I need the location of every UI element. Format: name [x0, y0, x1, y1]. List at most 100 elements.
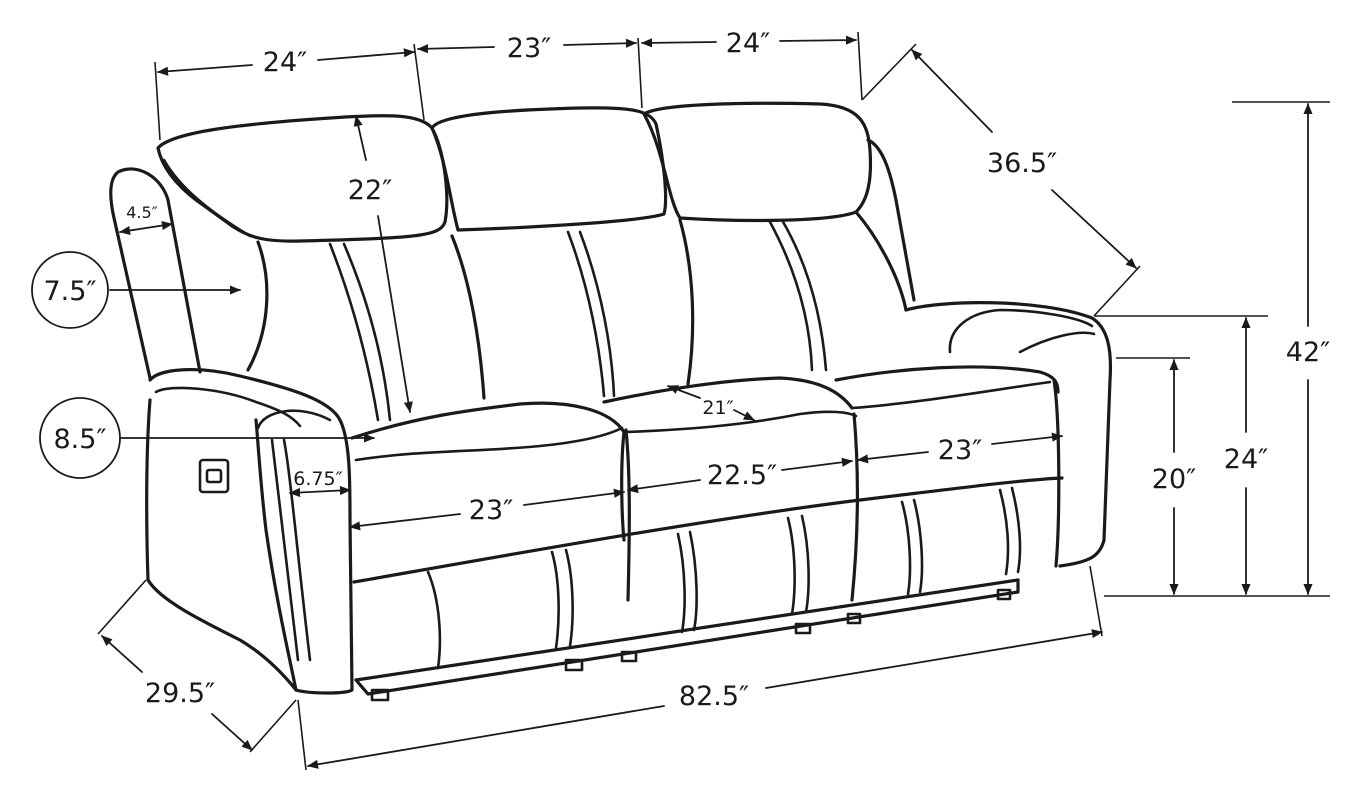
usb-port-icon	[205, 468, 223, 484]
footrest-seam-1	[426, 570, 442, 670]
label-left-seat-width: 23″	[469, 495, 513, 526]
dim-seat-right-b	[991, 432, 1063, 445]
seat-cushion-right-front	[850, 380, 1052, 410]
label-seat-height: 20″	[1152, 464, 1196, 495]
label-overall-height: 42″	[1286, 337, 1330, 368]
label-top-right-back-width: 24″	[726, 28, 770, 59]
front-footrest-panel	[352, 476, 1064, 584]
left-arm-front-seam-c	[282, 438, 312, 662]
ext-line-width-right	[1089, 565, 1103, 637]
dim-overall-width-a	[307, 705, 665, 769]
label-top-left-back-width: 24″	[263, 47, 307, 78]
dim-seat-left-b	[523, 488, 625, 506]
dim-arm-width-front	[289, 485, 351, 498]
label-arm-height-bubble: 7.5″	[43, 276, 96, 307]
back-cushion-left	[246, 240, 269, 372]
footrest-seam-4	[676, 532, 686, 634]
left-arm-top-seam	[154, 386, 302, 428]
front-base-rail	[354, 578, 1020, 696]
label-overall-depth-bottom: 29.5″	[145, 678, 215, 709]
dim-seat-left-a	[349, 513, 461, 531]
foot-3	[620, 650, 638, 663]
seat-cushion-left	[350, 401, 626, 542]
dim-seat-mid-a	[627, 479, 701, 494]
foot-5	[846, 612, 862, 625]
dim-top-right-b	[779, 35, 857, 45]
dim-depth-b	[1051, 189, 1137, 269]
footrest-seam-8	[900, 500, 912, 596]
footrest-seam-10	[998, 488, 1010, 576]
ext-line-bottom-depth-right	[249, 699, 297, 753]
label-arm-width-top: 4.5″	[126, 203, 157, 222]
label-overall-depth-diagonal: 36.5″	[987, 148, 1057, 179]
label-middle-seat-width: 22.5″	[707, 460, 777, 491]
foot-2	[564, 658, 584, 672]
footrest-seam-7	[800, 514, 810, 614]
back-cushion-middle-right-edge	[678, 218, 695, 386]
dim-seat-depth-a	[667, 385, 701, 399]
back-cushion-middle-seam-b	[578, 230, 616, 398]
back-cushion-left-seam-a	[328, 242, 380, 422]
ext-line-depth-bottom	[1093, 265, 1141, 317]
right-arm-top-seam	[948, 308, 1094, 354]
seat-cushion-right	[834, 365, 1060, 394]
dim-bottom-depth-b	[211, 713, 253, 751]
label-top-middle-back-width: 23″	[507, 33, 551, 64]
ext-line-top-3	[637, 37, 643, 109]
right-headrest	[642, 101, 873, 223]
dimension-labels: 24″ 23″ 24″ 36.5″ 22″ 4.5″ 7.5″ 8.5″ 21″…	[43, 28, 1330, 712]
left-headrest-seam	[162, 158, 252, 238]
footrest-seam-9	[912, 498, 924, 594]
right-arm-front-face	[1052, 378, 1061, 568]
label-arm-width-front: 6.75″	[293, 468, 342, 490]
back-cushion-right-seam-a	[768, 220, 814, 372]
dim-seat-right-a	[857, 451, 929, 464]
dim-top-left-b	[317, 48, 415, 61]
label-right-seat-width: 23″	[938, 435, 982, 466]
seat-cushion-left-front	[354, 426, 624, 462]
back-cushion-left-seam-b	[342, 242, 392, 422]
seat-divider-right	[850, 412, 860, 602]
dim-arm-width-top	[119, 221, 173, 235]
label-seat-thickness-bubble: 8.5″	[53, 424, 106, 455]
footrest-seam-5	[688, 530, 698, 632]
left-arm-front-seam-a	[256, 409, 332, 430]
dim-top-mid-a	[417, 44, 495, 54]
arm-height-bubble	[31, 251, 109, 329]
dim-back-height-b	[377, 215, 413, 413]
seat-cushion-middle-front	[624, 410, 858, 434]
right-arm-inner-seam	[1018, 331, 1096, 354]
back-cushion-right-seam-b	[780, 218, 828, 372]
dim-top-right-a	[641, 38, 717, 48]
seat-cushion-middle	[602, 376, 854, 410]
dim-seat-depth-b	[733, 409, 755, 421]
left-side-panel	[145, 398, 298, 692]
ext-line-top-2	[413, 43, 425, 121]
left-arm-back-panel	[109, 167, 202, 380]
footrest-seam-3	[564, 548, 574, 648]
label-back-height: 22″	[348, 175, 392, 206]
left-headrest	[156, 114, 449, 243]
left-arm-front-seam-b	[270, 438, 300, 662]
sofa-illustration	[109, 101, 1113, 702]
footrest-seam-6	[786, 516, 796, 616]
footrest-seam-11	[1010, 486, 1022, 574]
label-arm-height: 24″	[1224, 444, 1268, 475]
foot-1	[370, 688, 390, 702]
right-arm-back-edge	[866, 138, 916, 302]
ext-line-top-1	[154, 61, 161, 141]
footrest-seam-2	[550, 550, 560, 650]
foot-6	[996, 588, 1012, 601]
dim-top-left-a	[157, 64, 253, 76]
ext-line-top-4	[857, 31, 863, 101]
back-cushion-left-right-edge	[450, 234, 486, 400]
ext-line-depth-top	[861, 43, 917, 101]
seat-divider-left	[624, 428, 631, 602]
dim-overall-width-b	[765, 629, 1103, 689]
dim-back-height-a	[353, 115, 367, 161]
front-base-line	[354, 578, 1020, 682]
dimension-lines	[97, 31, 1330, 771]
ext-line-width-left	[297, 699, 307, 771]
